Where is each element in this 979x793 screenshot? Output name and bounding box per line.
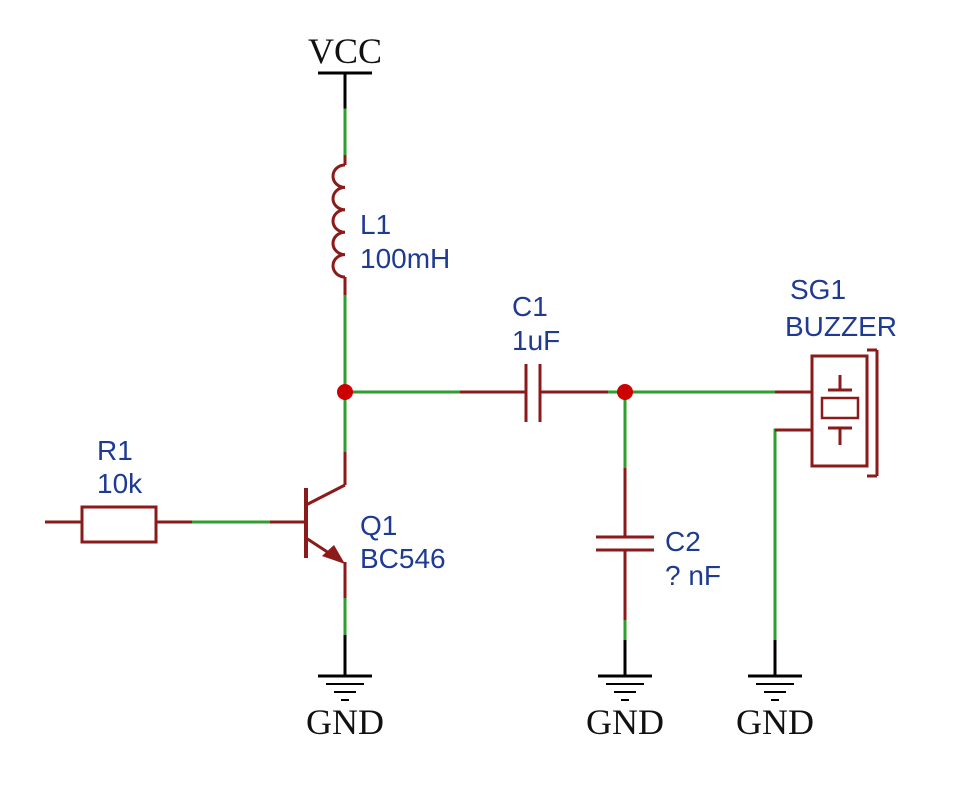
inductor-l1[interactable]: L1 100mH xyxy=(331,155,450,295)
capacitor-c1[interactable]: C1 1uF xyxy=(460,291,608,422)
junction-c1-c2-node xyxy=(617,384,633,400)
q1-emitter-arrow xyxy=(322,545,345,564)
r1-value: 10k xyxy=(97,468,143,499)
transistor-q1[interactable]: Q1 BC546 xyxy=(270,452,446,598)
gnd-symbol-q1: GND xyxy=(306,635,384,742)
buzzer-sg1[interactable]: SG1 BUZZER xyxy=(775,274,897,478)
vcc-symbol: VCC xyxy=(308,31,382,110)
gnd2-label: GND xyxy=(586,702,664,742)
vcc-label: VCC xyxy=(308,31,382,71)
c2-value: ? nF xyxy=(665,560,721,591)
sg1-ref: SG1 xyxy=(790,274,846,305)
c2-ref: C2 xyxy=(665,526,701,557)
resistor-r1[interactable]: R1 10k xyxy=(45,435,192,544)
c1-value: 1uF xyxy=(512,325,560,356)
gnd-symbol-c2: GND xyxy=(586,640,664,742)
gnd-symbol-buzzer: GND xyxy=(736,640,814,742)
gnd3-label: GND xyxy=(736,702,814,742)
r1-ref: R1 xyxy=(97,435,133,466)
capacitor-c2[interactable]: C2 ? nF xyxy=(596,468,721,620)
c1-ref: C1 xyxy=(512,291,548,322)
junction-collector-node xyxy=(337,384,353,400)
sg1-value: BUZZER xyxy=(785,311,897,342)
wires xyxy=(190,108,777,642)
l1-ref: L1 xyxy=(360,209,391,240)
q1-value: BC546 xyxy=(360,543,446,574)
l1-value: 100mH xyxy=(360,243,450,274)
gnd1-label: GND xyxy=(306,702,384,742)
q1-ref: Q1 xyxy=(360,510,397,541)
